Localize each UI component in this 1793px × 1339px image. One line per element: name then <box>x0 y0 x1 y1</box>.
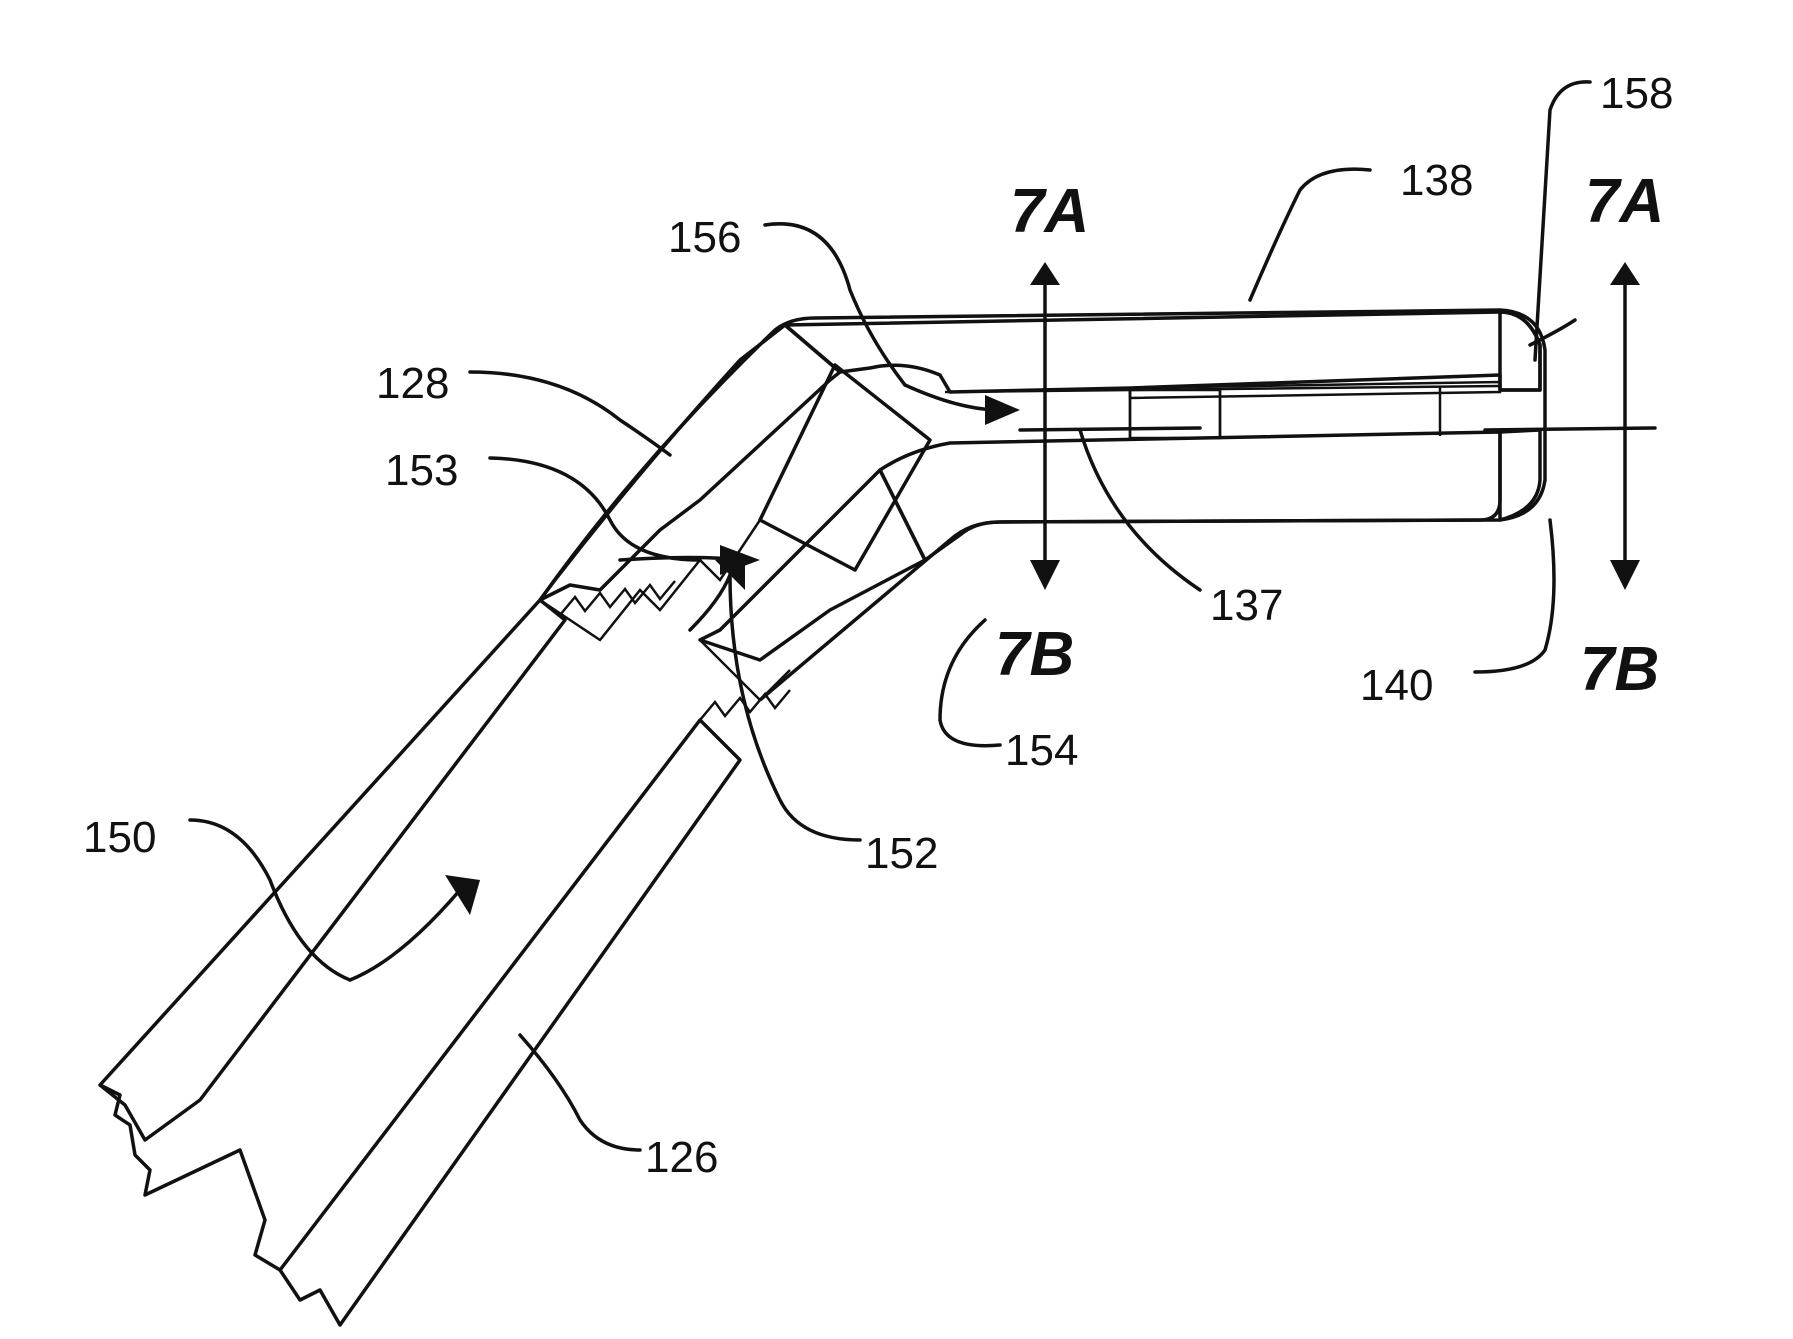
label-128: 128 <box>376 359 449 408</box>
label-152: 152 <box>865 829 938 878</box>
filter-element-154 <box>760 365 930 570</box>
section-marker-7b-right: 7B <box>1580 635 1659 704</box>
tube-126 <box>100 600 740 1325</box>
section-marker-7a-left: 7A <box>1010 177 1089 246</box>
label-140: 140 <box>1360 661 1433 710</box>
leader-lines <box>190 82 1590 1150</box>
label-150: 150 <box>83 813 156 862</box>
label-154: 154 <box>1005 726 1078 775</box>
reference-numerals: 138 158 156 128 153 137 140 154 152 150 … <box>83 69 1673 1182</box>
lumen-137 <box>945 382 1500 443</box>
section-marker-7b-left: 7B <box>995 620 1074 689</box>
label-156: 156 <box>668 213 741 262</box>
label-158: 158 <box>1600 69 1673 118</box>
label-126: 126 <box>645 1133 718 1182</box>
section-line-left <box>1020 262 1200 590</box>
section-marker-7a-right: 7A <box>1585 167 1664 236</box>
label-153: 153 <box>385 446 458 495</box>
label-138: 138 <box>1400 156 1473 205</box>
label-137: 137 <box>1210 581 1283 630</box>
